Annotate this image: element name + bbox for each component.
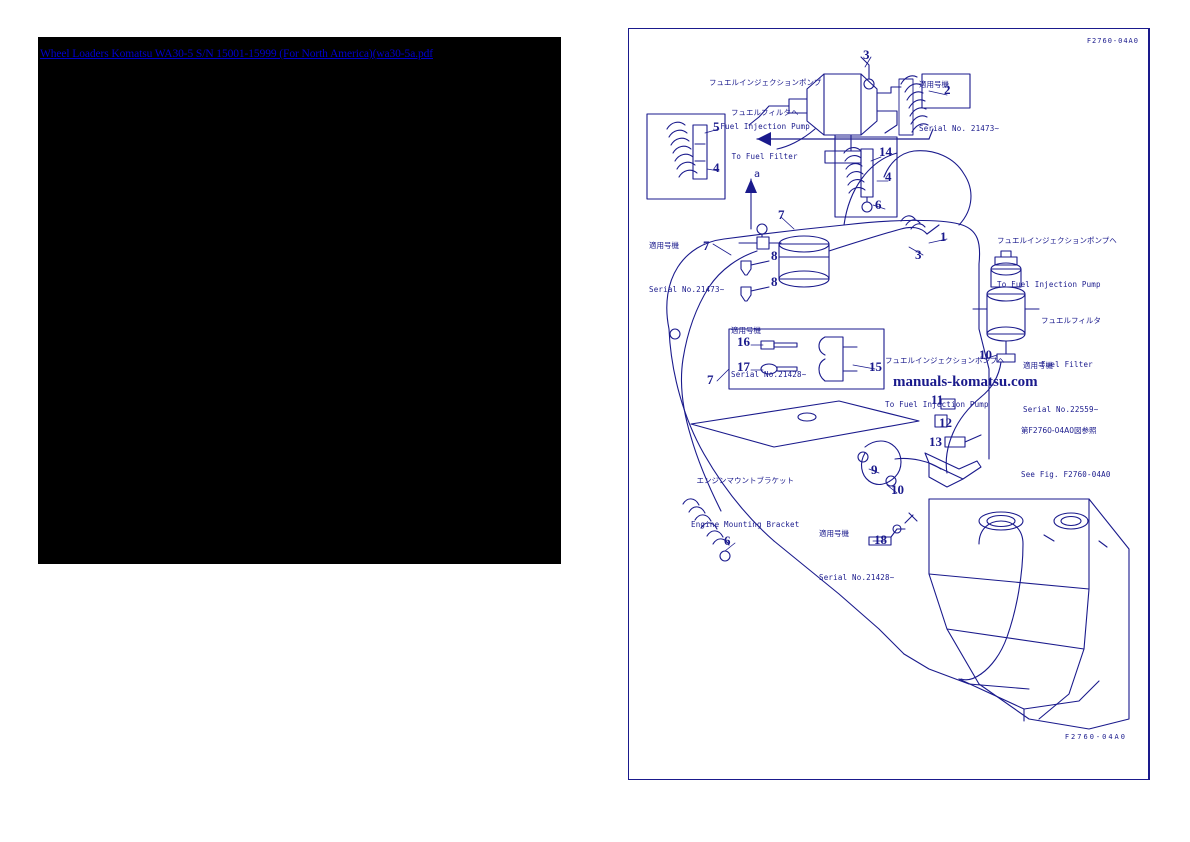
- document-title-link[interactable]: Wheel Loaders Komatsu WA30-5 S/N 15001-1…: [40, 48, 433, 60]
- label-engine-mounting-bracket: エンジンマウントブラケット Engine Mounting Bracket: [691, 475, 800, 530]
- callout-6a: 6: [875, 197, 882, 212]
- label-serial-21473-left: 適用号機 Serial No.21473~: [649, 240, 725, 295]
- parts-diagram-panel: F2760-04A0 F2760-04A0: [628, 28, 1150, 780]
- callout-8a: 8: [771, 248, 778, 263]
- callout-7c: 7: [707, 372, 714, 387]
- callout-6b: 6: [724, 533, 731, 548]
- callout-13: 13: [929, 434, 942, 449]
- callout-17: 17: [737, 359, 750, 374]
- callout-3a: 3: [915, 247, 922, 262]
- drawing-code-top-right: F2760-04A0: [1086, 37, 1139, 45]
- callout-15: 15: [869, 359, 882, 374]
- callout-12: 12: [939, 415, 952, 430]
- callout-16: 16: [737, 334, 750, 349]
- callout-11: 11: [931, 392, 944, 407]
- callout-3b: 3: [863, 47, 870, 62]
- callout-14: 14: [879, 144, 892, 159]
- pdf-preview-panel: [38, 37, 561, 564]
- label-see-fig-reference: 第F2760-04A0図参照 See Fig. F2760-04A0: [1021, 425, 1111, 480]
- label-serial-21428: 適用号機 Serial No.21428~: [731, 325, 807, 380]
- callout-5: 5: [713, 119, 720, 134]
- label-serial-22559: 適用号機 Serial No.22559~: [1023, 360, 1099, 415]
- drawing-code-bottom-right: F2760-04A0: [1064, 733, 1127, 741]
- callout-18: 18: [874, 532, 887, 547]
- callout-10b: 10: [891, 482, 904, 497]
- callout-1: 1: [940, 229, 947, 244]
- callout-4b: 4: [885, 169, 892, 184]
- label-to-fuel-injection-pump-mid: フュエルインジェクションポンプヘ To Fuel Injection Pump: [885, 355, 1005, 410]
- label-to-fuel-injection-pump-right: フュエルインジェクションポンプヘ To Fuel Injection Pump: [997, 235, 1117, 290]
- panel-right-rule: [1147, 29, 1149, 779]
- svg-text:a: a: [754, 169, 760, 180]
- callout-10a: 10: [979, 347, 992, 362]
- watermark-text: manuals-komatsu.com: [893, 374, 1038, 390]
- label-serial-21473-top: 適用号機 Serial No. 21473~: [919, 79, 1000, 134]
- label-fuel-filter: フュエルフィルタ Fuel Filter: [1041, 315, 1101, 370]
- label-to-fuel-filter: フュエルフィルタヘ To Fuel Filter: [731, 107, 799, 162]
- callout-2: 2: [944, 82, 951, 97]
- fuel-system-line-drawing: a: [646, 56, 1130, 730]
- label-fuel-injection-pump-top: フュエルインジェクションポンプ Fuel Injection Pump: [709, 77, 822, 132]
- callout-4a: 4: [713, 160, 720, 175]
- callout-9: 9: [871, 462, 878, 477]
- label-serial-21428-bottom: 適用号機 Serial No.21428~: [819, 528, 895, 583]
- callout-7a: 7: [778, 207, 785, 222]
- callout-8b: 8: [771, 274, 778, 289]
- callout-7b: 7: [703, 238, 710, 253]
